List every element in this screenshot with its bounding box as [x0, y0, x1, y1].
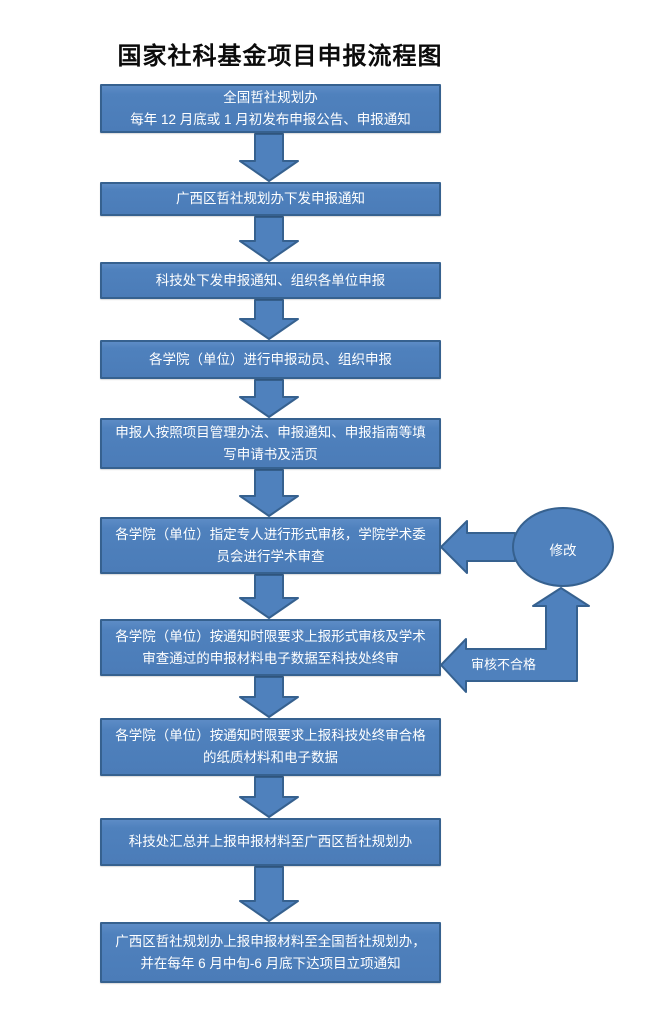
elbow-arrow-fail-branch-icon	[440, 587, 590, 693]
flow-step-1-line2: 每年 12 月底或 1 月初发布申报公告、申报通知	[130, 111, 411, 127]
arrow-down-icon	[239, 216, 299, 262]
flow-step-2: 广西区哲社规划办下发申报通知	[100, 182, 441, 216]
flow-step-7-line1: 各学院（单位）按通知时限要求上报形式审核及学术	[115, 628, 426, 644]
arrow-down-icon	[239, 574, 299, 619]
flow-step-5: 申报人按照项目管理办法、申报通知、申报指南等填 写申请书及活页	[100, 418, 441, 469]
arrow-down-icon	[239, 133, 299, 182]
flow-step-9-line1: 科技处汇总并上报申报材料至广西区哲社规划办	[128, 834, 413, 849]
flow-step-7: 各学院（单位）按通知时限要求上报形式审核及学术 审查通过的申报材料电子数据至科技…	[100, 619, 441, 676]
arrow-down-icon	[239, 299, 299, 340]
flow-step-5-line2: 写申请书及活页	[223, 446, 318, 462]
flow-step-8-line2: 的纸质材料和电子数据	[203, 750, 338, 765]
flow-step-3: 科技处下发申报通知、组织各单位申报	[100, 262, 441, 299]
revise-circle	[512, 507, 614, 587]
flow-step-8-line1: 各学院（单位）按通知时限要求上报科技处终审合格	[115, 728, 426, 743]
arrow-down-icon	[239, 866, 299, 922]
flow-step-8: 各学院（单位）按通知时限要求上报科技处终审合格 的纸质材料和电子数据	[100, 718, 441, 776]
flow-step-6: 各学院（单位）指定专人进行形式审核，学院学术委 员会进行学术审查	[100, 517, 441, 574]
arrow-down-icon	[239, 469, 299, 517]
flow-step-4: 各学院（单位）进行申报动员、组织申报	[100, 340, 441, 379]
page-title: 国家社科基金项目申报流程图	[117, 43, 443, 70]
flow-step-10-line1: 广西区哲社规划办上报申报材料至全国哲社规划办，	[115, 933, 426, 949]
flow-step-10: 广西区哲社规划办上报申报材料至全国哲社规划办， 并在每年 6 月中旬-6 月底下…	[100, 922, 441, 983]
arrow-down-icon	[239, 379, 299, 418]
flow-step-1: 全国哲社规划办 每年 12 月底或 1 月初发布申报公告、申报通知	[100, 84, 441, 133]
arrow-down-icon	[239, 776, 299, 818]
flow-step-4-line1: 各学院（单位）进行申报动员、组织申报	[149, 351, 392, 367]
arrow-left-icon	[440, 520, 516, 574]
flow-step-6-line2: 员会进行学术审查	[216, 548, 325, 564]
revise-circle-label: 修改	[549, 543, 577, 558]
flow-step-7-line2: 审查通过的申报材料电子数据至科技处终审	[142, 650, 399, 666]
flow-step-5-line1: 申报人按照项目管理办法、申报通知、申报指南等填	[115, 424, 426, 440]
flow-step-9: 科技处汇总并上报申报材料至广西区哲社规划办	[100, 818, 441, 866]
arrow-down-icon	[239, 676, 299, 718]
flow-step-3-line1: 科技处下发申报通知、组织各单位申报	[155, 272, 386, 288]
fail-branch-label: 审核不合格	[471, 657, 537, 672]
flow-step-1-line1: 全国哲社规划办	[223, 89, 318, 105]
flow-step-10-line2: 并在每年 6 月中旬-6 月底下达项目立项通知	[140, 955, 401, 971]
flow-step-2-line1: 广西区哲社规划办下发申报通知	[176, 191, 365, 206]
flow-step-6-line1: 各学院（单位）指定专人进行形式审核，学院学术委	[115, 526, 426, 542]
